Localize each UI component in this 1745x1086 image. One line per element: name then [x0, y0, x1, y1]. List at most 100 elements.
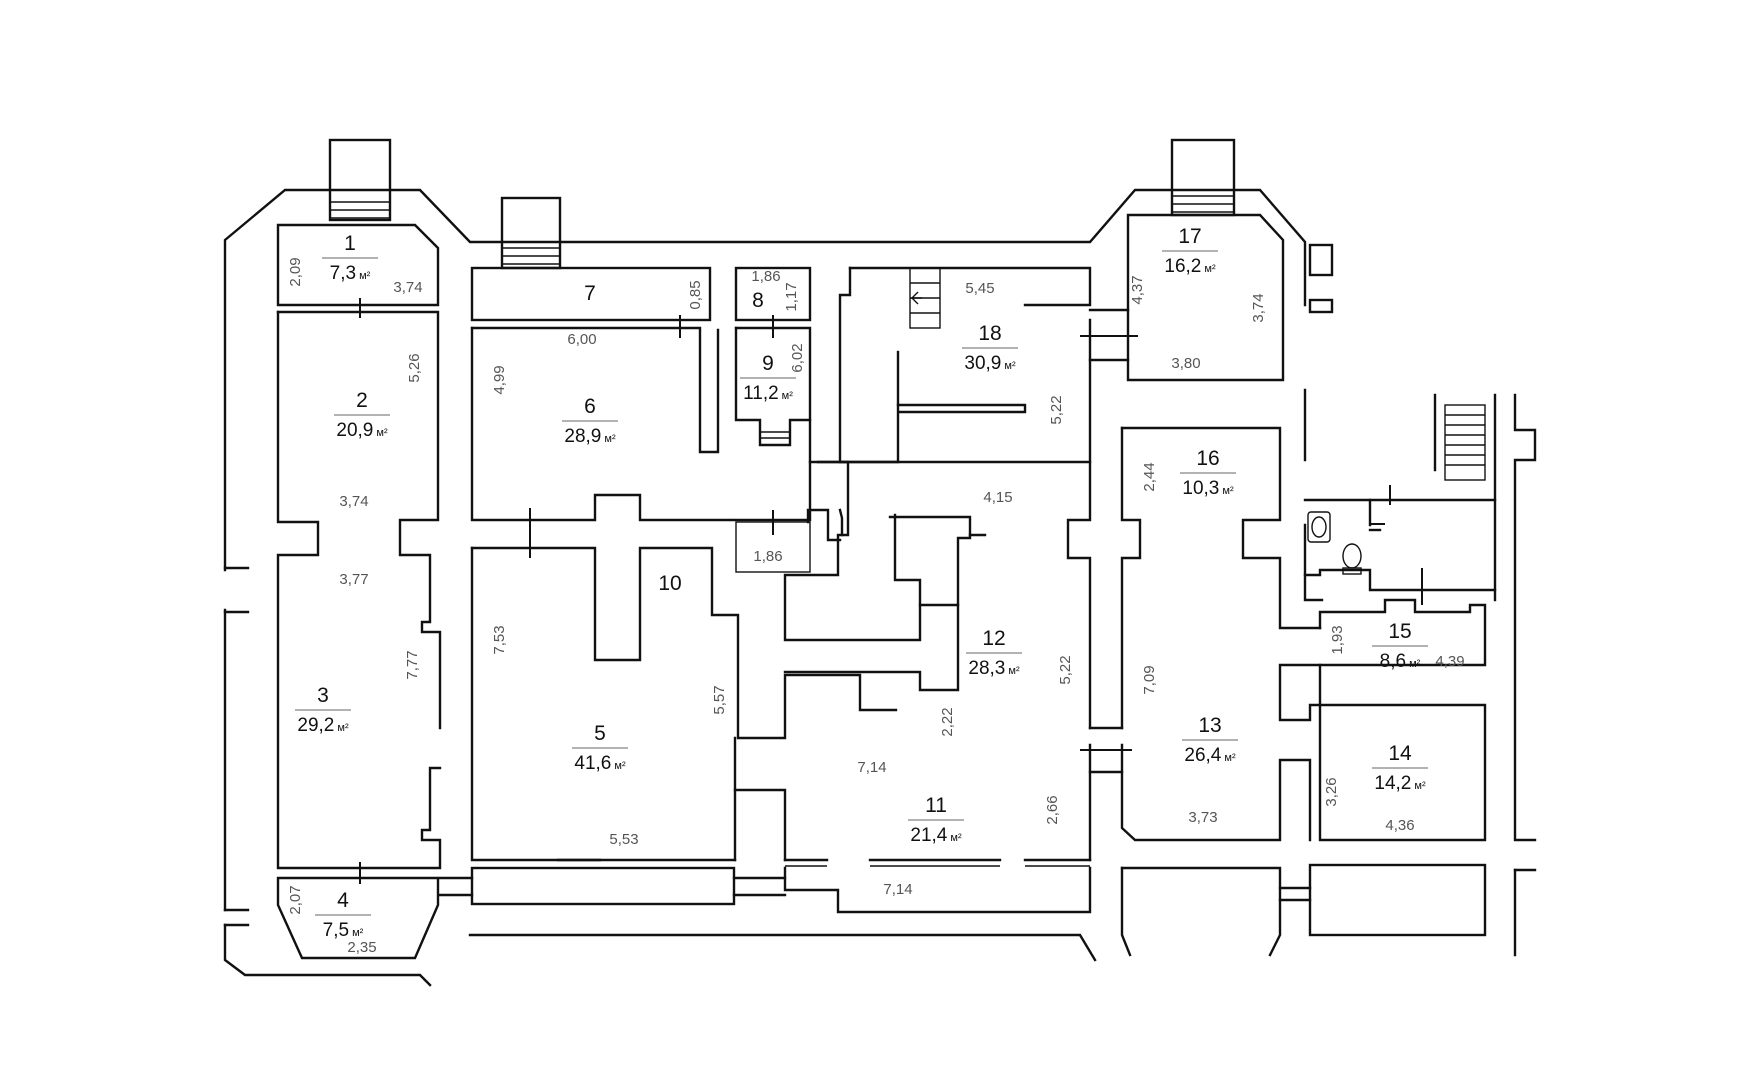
room-area-value: 20,9: [336, 420, 373, 441]
dimension-label: 2,35: [347, 939, 376, 956]
stairs-icon: [1444, 404, 1486, 481]
room-area-value: 41,6: [574, 753, 611, 774]
room-number: 1: [344, 232, 356, 255]
dimension-label: 4,36: [1385, 817, 1414, 834]
dimension-label: 4,99: [491, 365, 508, 394]
dimension-label: 1,17: [783, 282, 800, 311]
dimension-label: 2,07: [287, 885, 304, 914]
dimension-label: 5,22: [1057, 655, 1074, 684]
dimension-label: 4,39: [1435, 653, 1464, 670]
dimension-label: 2,09: [287, 257, 304, 286]
room-area-unit: м²: [376, 427, 388, 439]
room-number: 12: [982, 627, 1005, 650]
room-area-unit: м²: [1008, 665, 1020, 677]
toilet-icon: [1342, 543, 1362, 575]
room-number: 2: [356, 389, 368, 412]
dimension-label: 5,53: [609, 831, 638, 848]
dimension-label: 1,93: [1329, 625, 1346, 654]
room-number: 8: [752, 289, 764, 312]
dimension-label: 3,73: [1188, 809, 1217, 826]
room-number: 13: [1198, 714, 1221, 737]
room-number: 15: [1388, 620, 1411, 643]
room-area-value: 30,9: [964, 353, 1001, 374]
dimension-label: 5,26: [406, 353, 423, 382]
room-area-unit: м²: [1204, 263, 1216, 275]
room-label-10: 10: [658, 572, 681, 595]
room-area-unit: м²: [950, 832, 962, 844]
room-number: 4: [337, 889, 349, 912]
dimension-label: 3,74: [393, 279, 422, 296]
room-label-7: 7: [584, 282, 596, 305]
dimension-label: 7,09: [1141, 665, 1158, 694]
dimension-label: 7,77: [404, 650, 421, 679]
room-area-unit: м²: [1004, 360, 1016, 372]
room-number: 7: [584, 282, 596, 305]
dimension-label: 2,44: [1141, 462, 1158, 491]
room-number: 10: [658, 572, 681, 595]
dimension-label: 6,00: [567, 331, 596, 348]
dimension-label: 1,86: [753, 548, 782, 565]
dimension-label: 7,14: [857, 759, 886, 776]
stairs-arrow-icon: [910, 291, 922, 305]
dimension-label: 4,15: [983, 489, 1012, 506]
room-area-unit: м²: [604, 433, 616, 445]
room-area-value: 7,3: [330, 263, 356, 284]
room-area-value: 28,3: [968, 658, 1005, 679]
dimension-label: 3,77: [339, 571, 368, 588]
room-area-value: 8,6: [1380, 651, 1406, 672]
room-number: 17: [1178, 225, 1201, 248]
room-area-value: 10,3: [1182, 478, 1219, 499]
room-area-unit: м²: [614, 760, 626, 772]
dimension-label: 4,37: [1129, 275, 1146, 304]
dimension-label: 6,02: [789, 343, 806, 372]
dimension-label: 7,53: [491, 625, 508, 654]
room-area-unit: м²: [782, 390, 794, 402]
room-number: 18: [978, 322, 1001, 345]
room-area-value: 16,2: [1164, 256, 1201, 277]
doors: [359, 298, 1423, 884]
room-number: 6: [584, 395, 596, 418]
dimension-label: 5,45: [965, 280, 994, 297]
room-number: 9: [762, 352, 774, 375]
room-area-unit: м²: [352, 927, 364, 939]
dimension-label: 0,85: [687, 280, 704, 309]
room-number: 3: [317, 684, 329, 707]
room-area-unit: м²: [1409, 658, 1421, 670]
dimension-label: 3,74: [1250, 293, 1267, 322]
dimension-label: 3,74: [339, 493, 368, 510]
dimension-label: 2,66: [1044, 795, 1061, 824]
dimension-labels: 2,09 3,74 5,26 3,74 3,77 7,77 2,07 2,35 6,00 0,85…: [287, 257, 1465, 956]
room-area-unit: м²: [337, 722, 349, 734]
room-area-unit: м²: [1222, 485, 1234, 497]
room-area-value: 29,2: [297, 715, 334, 736]
room-number: 11: [925, 794, 947, 817]
dimension-label: 3,80: [1171, 355, 1200, 372]
